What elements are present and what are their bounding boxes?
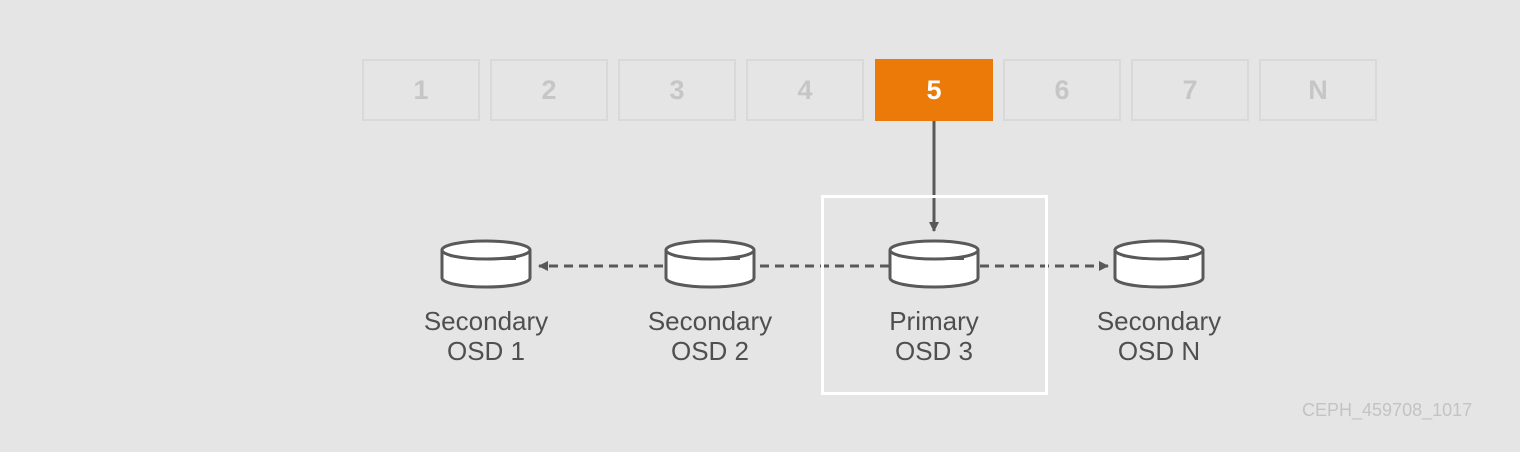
osd-n-label: Secondary OSD N (1059, 306, 1259, 366)
pg-cell-1: 1 (362, 59, 480, 121)
osd-3-name: OSD 3 (894, 336, 974, 366)
osd-2-name: OSD 2 (670, 336, 750, 366)
pg-cell-5-active: 5 (875, 59, 993, 121)
osd-3-disk-icon (888, 239, 980, 289)
pg-cell-4: 4 (746, 59, 864, 121)
osd-n-name: OSD N (1117, 336, 1201, 366)
pg-cell-2: 2 (490, 59, 608, 121)
osd-n-disk-icon (1113, 239, 1205, 289)
osd-n-role: Secondary (1096, 306, 1222, 336)
osd-2-disk-icon (664, 239, 756, 289)
osd-1-label: Secondary OSD 1 (386, 306, 586, 366)
osd-1-role: Secondary (423, 306, 549, 336)
pg-cell-7: 7 (1131, 59, 1249, 121)
osd-3-role: Primary (889, 306, 979, 336)
osd-2-role: Secondary (647, 306, 773, 336)
osd-3-label: Primary OSD 3 (834, 306, 1034, 366)
primary-osd-highlight-box (821, 195, 1048, 395)
osd-1-disk-icon (440, 239, 532, 289)
pg-cell-n: N (1259, 59, 1377, 121)
figure-code: CEPH_459708_1017 (1302, 400, 1473, 420)
osd-2-label: Secondary OSD 2 (610, 306, 810, 366)
pg-cell-3: 3 (618, 59, 736, 121)
pg-cell-6: 6 (1003, 59, 1121, 121)
osd-1-name: OSD 1 (446, 336, 526, 366)
